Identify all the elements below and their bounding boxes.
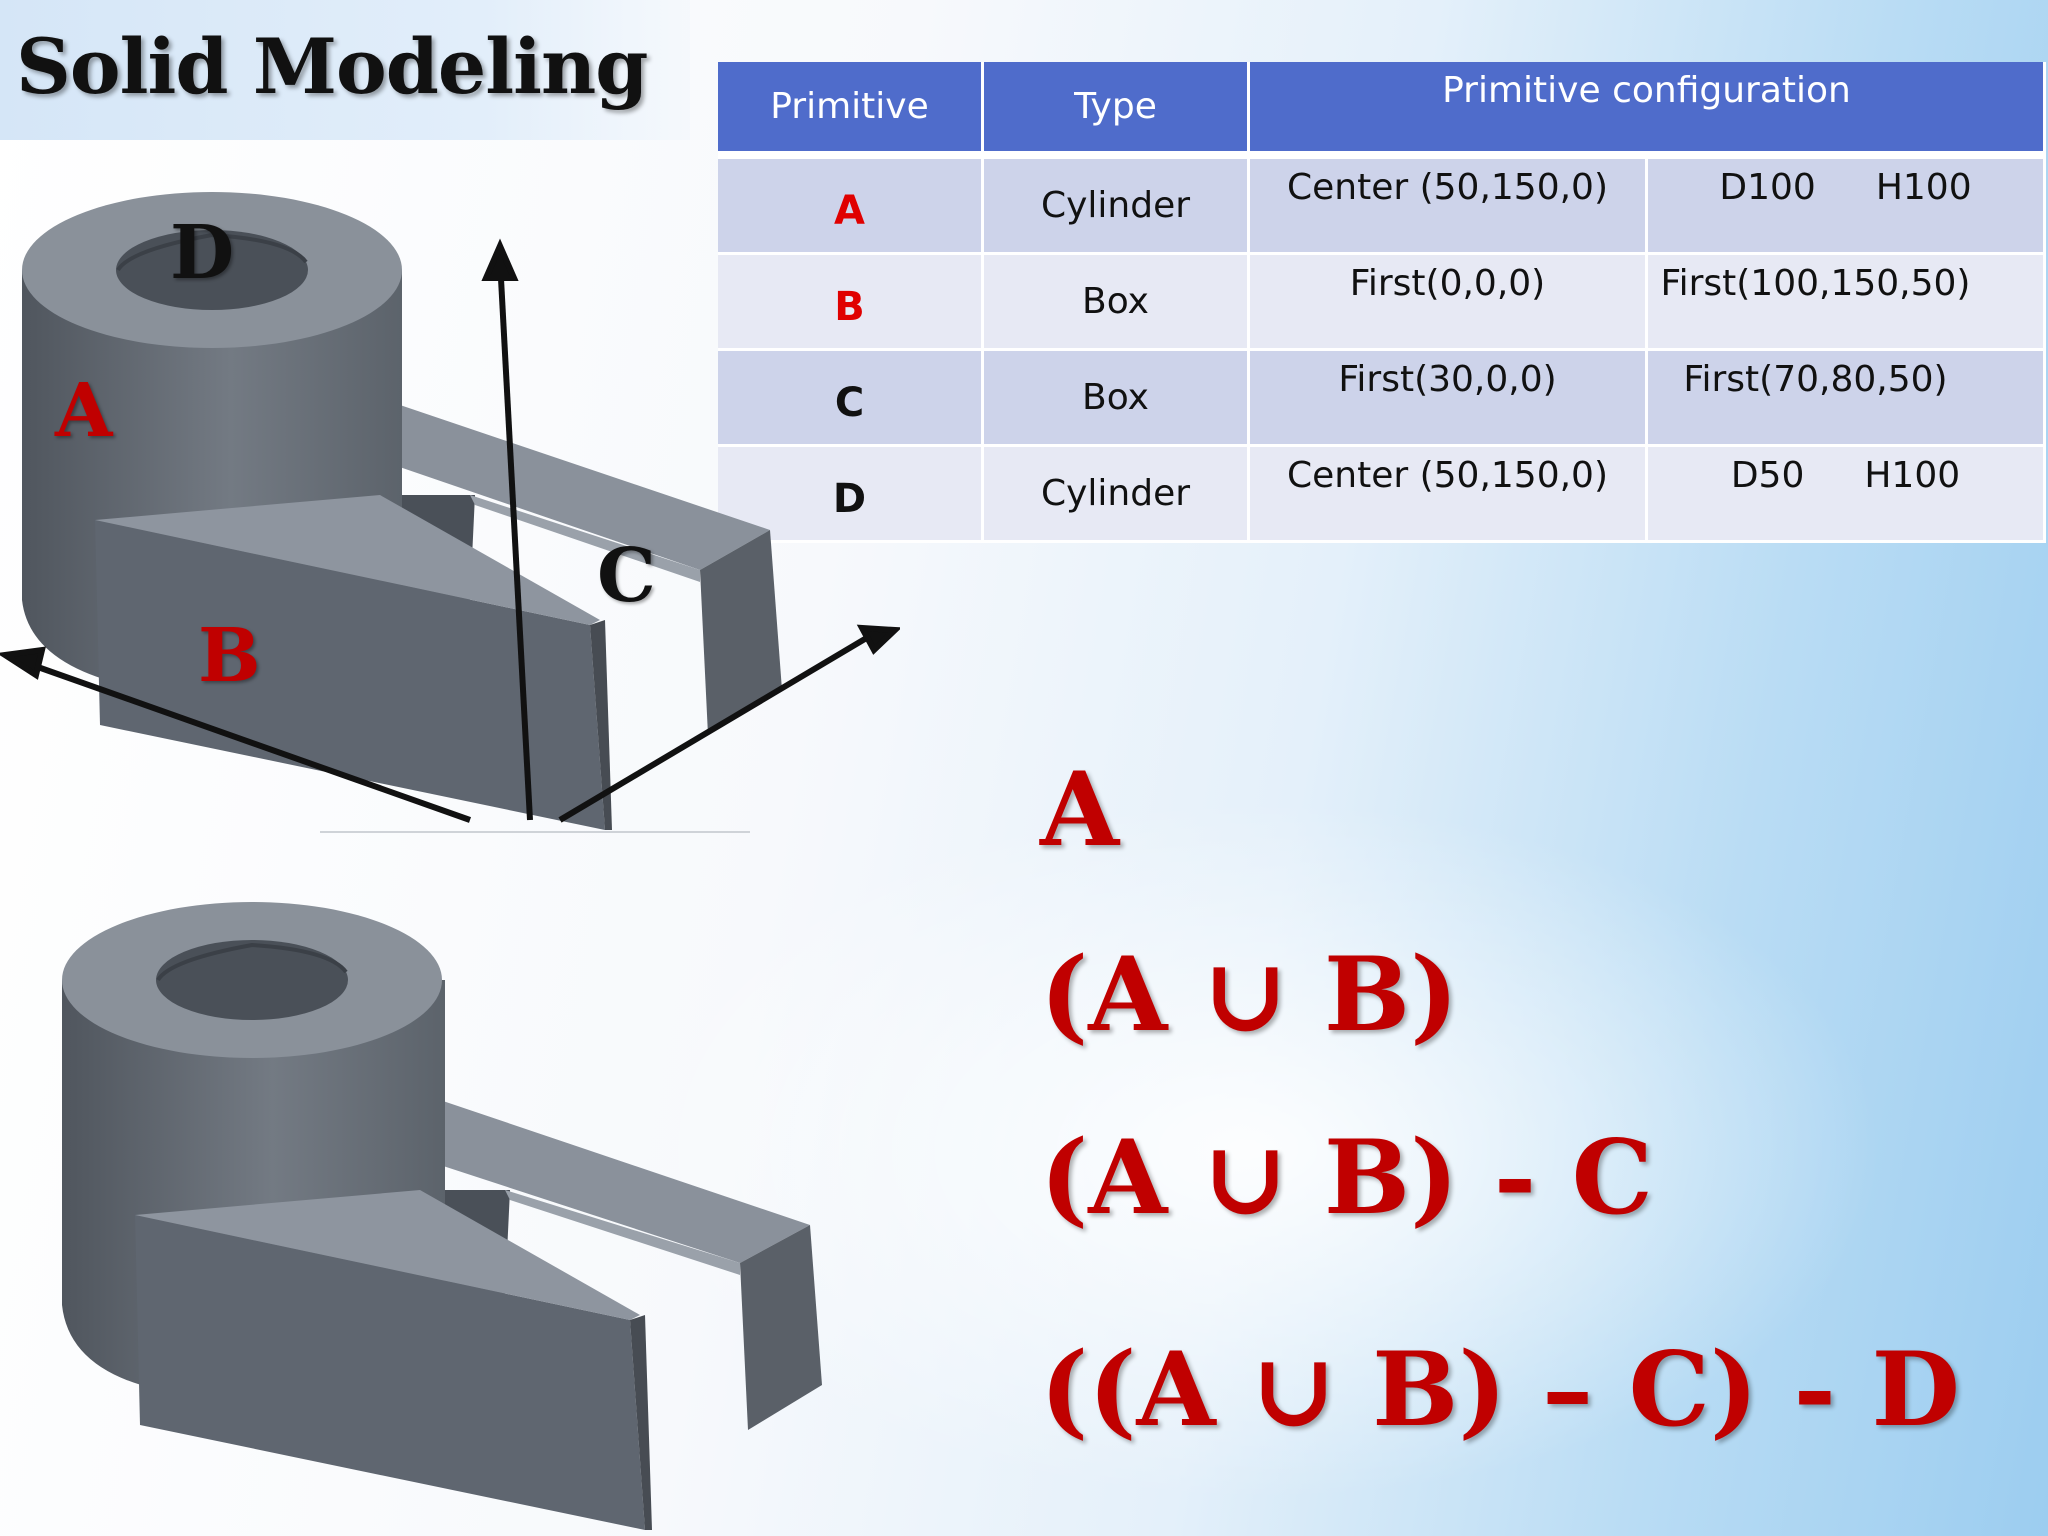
table-row: B Box First(0,0,0) First(100,150,50)	[718, 255, 2046, 351]
header-primitive-configuration: Primitive configuration	[1250, 62, 2046, 159]
label-c: C	[597, 533, 656, 619]
config-size: First(100,150,50)	[1648, 255, 2046, 351]
config-size: D50 H100	[1648, 447, 2046, 543]
primitive-type: Box	[984, 351, 1250, 447]
coordinate-axes	[0, 238, 900, 823]
table-row: D Cylinder Center (50,150,0) D50 H100	[718, 447, 2046, 543]
config-position: Center (50,150,0)	[1250, 159, 1648, 255]
primitive-type: Cylinder	[984, 447, 1250, 543]
slide-title: Solid Modeling	[16, 22, 648, 111]
config-size-b: H100	[1875, 167, 1972, 208]
config-size: D100 H100	[1648, 159, 2046, 255]
result-part-figure	[62, 902, 822, 1530]
axis-arrow-left-icon	[0, 646, 46, 680]
result-solid	[62, 902, 822, 1530]
primitive-id: D	[718, 447, 984, 543]
primitive-id: C	[718, 351, 984, 447]
config-size-a: D50	[1730, 455, 1805, 496]
label-b: B	[198, 613, 261, 699]
primitive-id: A	[718, 159, 984, 255]
expression-1: A	[1040, 750, 1120, 870]
expression-4: ((A ∪ B) – C) - D	[1040, 1330, 1960, 1450]
axis-arrow-up-icon	[481, 238, 519, 281]
part-solid	[22, 192, 782, 830]
table-row: C Box First(30,0,0) First(70,80,50)	[718, 351, 2046, 447]
labeled-part-figure	[0, 192, 900, 833]
primitive-type: Box	[984, 255, 1250, 351]
primitive-table: Primitive Type Primitive configuration A…	[718, 62, 2046, 543]
title-band	[0, 0, 690, 140]
expression-3: (A ∪ B) - C	[1040, 1118, 1653, 1238]
config-size: First(70,80,50)	[1648, 351, 2046, 447]
config-size-a: D100	[1719, 167, 1816, 208]
primitive-id: B	[718, 255, 984, 351]
config-position: First(30,0,0)	[1250, 351, 1648, 447]
primitive-type: Cylinder	[984, 159, 1250, 255]
config-position: Center (50,150,0)	[1250, 447, 1648, 543]
config-size-a: First(100,150,50)	[1660, 263, 1971, 304]
header-primitive: Primitive	[718, 62, 984, 159]
label-a: A	[55, 368, 113, 454]
config-size-a: First(70,80,50)	[1683, 359, 1948, 400]
axis-arrow-right-icon	[856, 624, 900, 655]
table-row: A Cylinder Center (50,150,0) D100 H100	[718, 159, 2046, 255]
header-type: Type	[984, 62, 1250, 159]
label-d: D	[170, 210, 235, 296]
config-position: First(0,0,0)	[1250, 255, 1648, 351]
expression-2: (A ∪ B)	[1040, 935, 1459, 1055]
config-size-b: H100	[1864, 455, 1961, 496]
